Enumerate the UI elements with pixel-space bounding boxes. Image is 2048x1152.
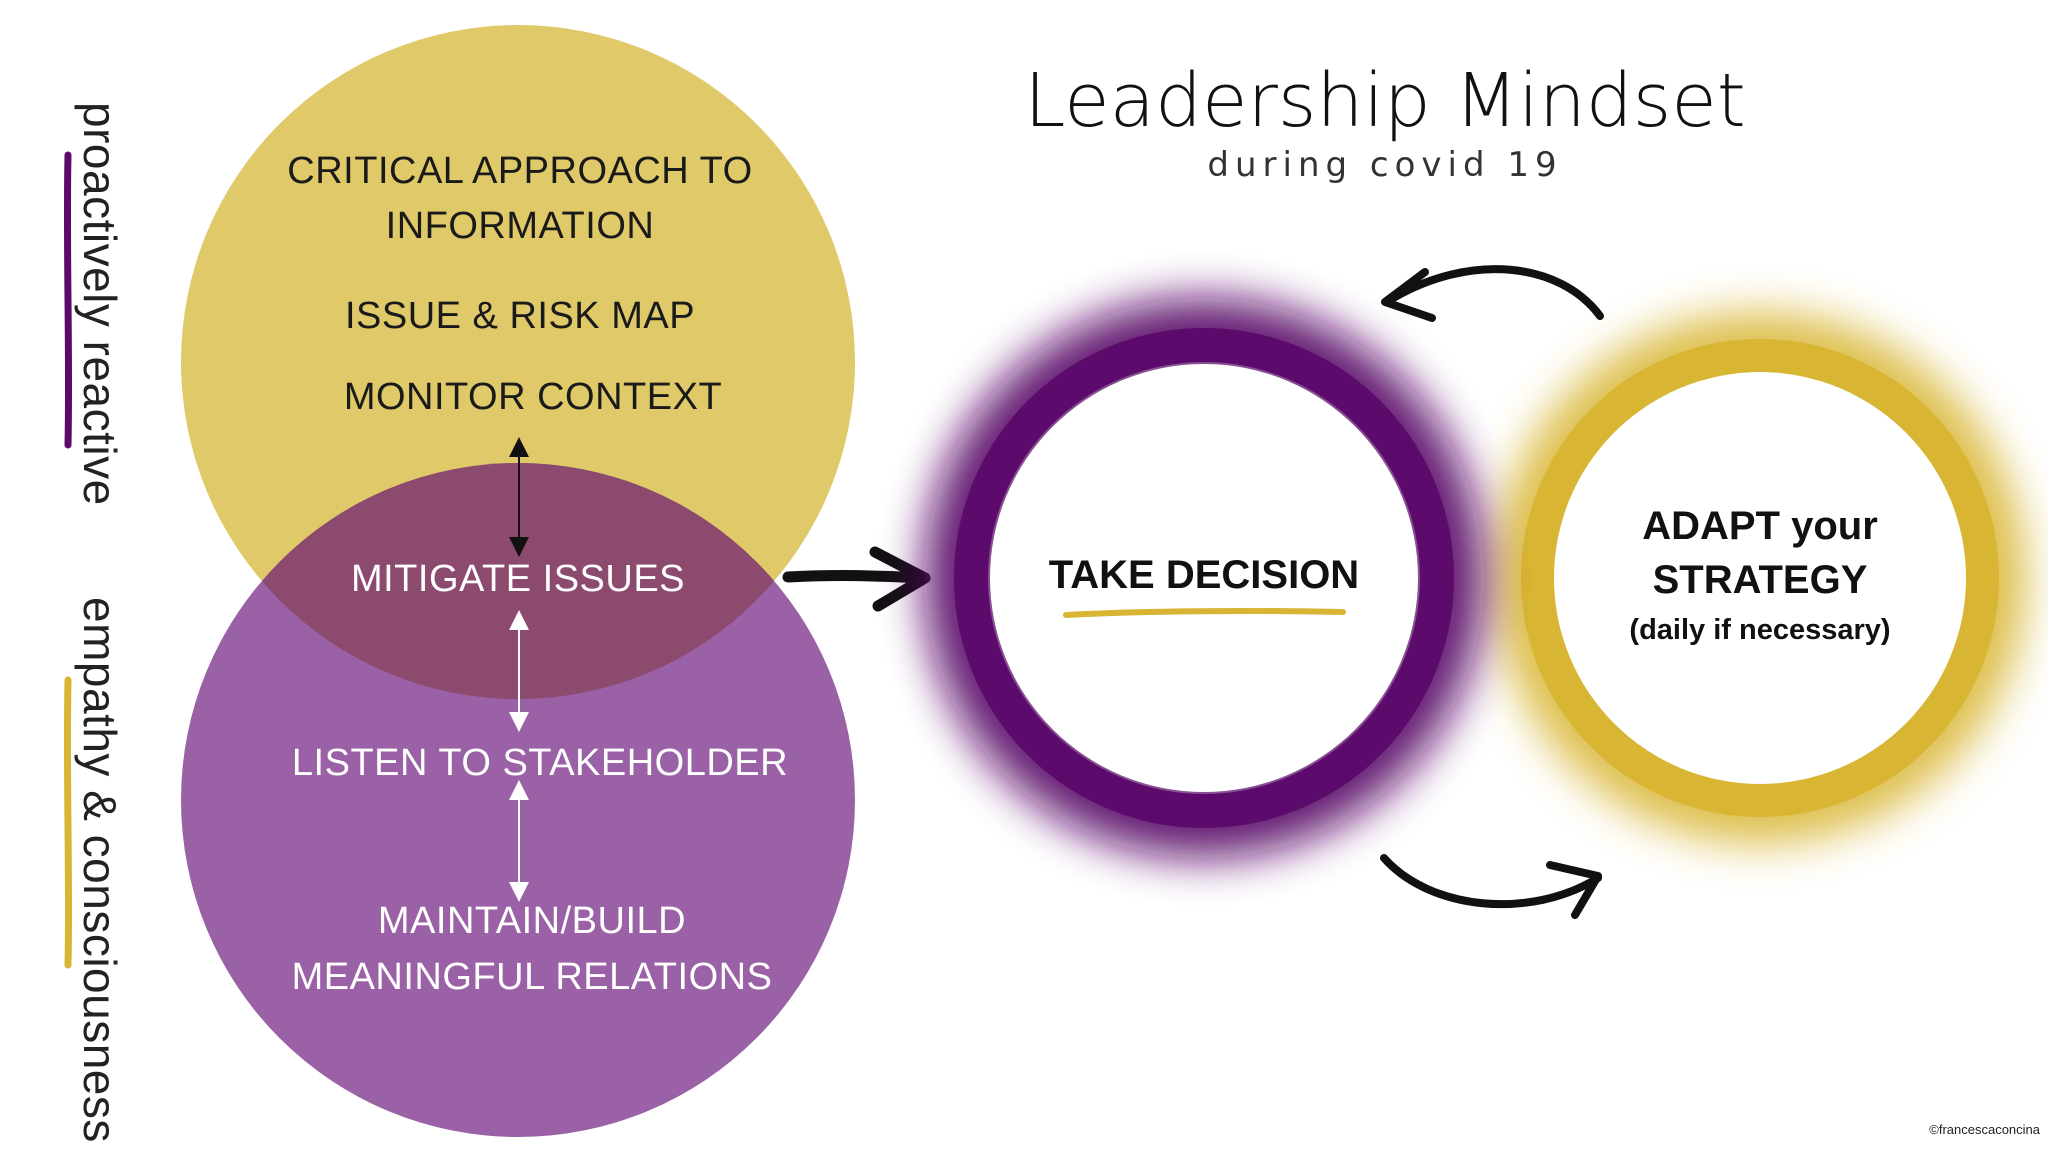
take-decision-label: TAKE DECISION: [1048, 553, 1360, 597]
critical-approach-line1: CRITICAL APPROACH TO: [287, 150, 753, 192]
cycle-arrow-top: [1381, 265, 1604, 322]
page-title: Leadership Mindset: [1024, 58, 1746, 144]
page-subtitle: during covid 19: [1207, 145, 1563, 185]
mitigate-issues: MITIGATE ISSUES: [350, 558, 686, 600]
maintain-build-line2: MEANINGFUL RELATIONS: [291, 956, 773, 998]
monitor-context: MONITOR CONTEXT: [343, 376, 723, 418]
cycle-arrow-bottom: [1380, 854, 1602, 919]
adapt-ring-inner: [1554, 372, 1966, 784]
decision-ring-inner: [990, 364, 1418, 792]
listen-to-stakeholder: LISTEN TO STAKEHOLDER: [291, 742, 789, 784]
maintain-build-line1: MAINTAIN/BUILD: [377, 900, 687, 942]
critical-approach-line2: INFORMATION: [385, 205, 655, 247]
decision-underline: [1063, 608, 1346, 618]
side-label-proactively-reactive: proactively reactive: [74, 102, 126, 506]
adapt-ring: [1521, 339, 1999, 817]
credit-text: ©francescaconcina: [1929, 1122, 2040, 1137]
decision-ring: [954, 328, 1454, 828]
adapt-line1: ADAPT your: [1642, 504, 1878, 548]
issue-risk-map: ISSUE & RISK MAP: [344, 295, 696, 337]
overlap-region: [181, 463, 855, 699]
purple-accent-stroke: [63, 151, 73, 449]
adapt-line3: (daily if necessary): [1629, 614, 1891, 646]
adapt-line2: STRATEGY: [1652, 558, 1868, 602]
side-label-empathy-consciousness: empathy & consciousness: [74, 597, 126, 1143]
gold-accent-stroke: [63, 676, 73, 969]
arrow-to-decision: [782, 546, 931, 612]
